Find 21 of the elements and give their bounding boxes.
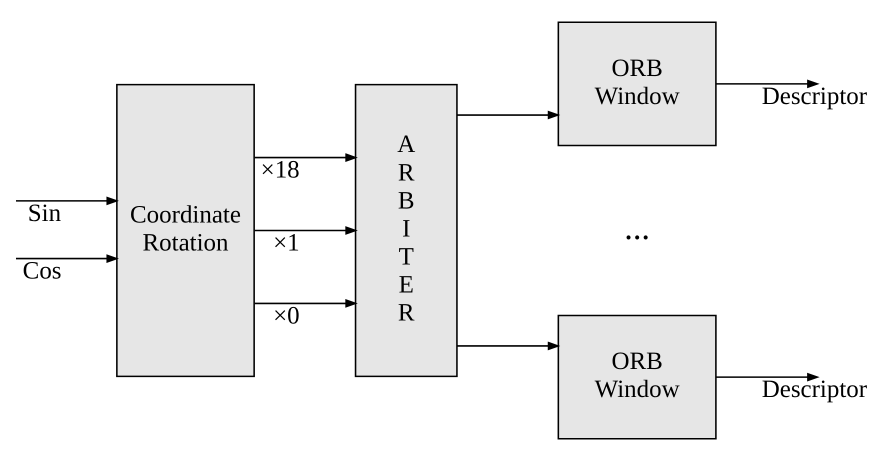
edge-label: Descriptor bbox=[762, 82, 868, 110]
node-box: ARBITER bbox=[354, 84, 458, 378]
edge-label: Sin bbox=[28, 200, 62, 227]
arrow bbox=[254, 299, 358, 308]
arrow bbox=[716, 372, 820, 382]
arrow bbox=[458, 110, 560, 120]
node-box: ORB Window bbox=[558, 314, 717, 440]
arrow bbox=[254, 226, 358, 235]
arrow bbox=[16, 254, 119, 263]
node-box: ORB Window bbox=[558, 21, 717, 146]
arrow bbox=[458, 342, 560, 350]
label: ... bbox=[624, 209, 650, 248]
node-box: Coordinate Rotation bbox=[116, 84, 255, 378]
edge-label: Cos bbox=[22, 258, 62, 285]
arrow bbox=[716, 79, 820, 88]
edge-label: Descriptor bbox=[762, 376, 868, 404]
arrow bbox=[16, 196, 119, 206]
edge-label: ×1 bbox=[273, 229, 300, 256]
edge-label: ×18 bbox=[260, 156, 300, 184]
arrow bbox=[254, 153, 358, 162]
edge-label: ×0 bbox=[273, 302, 300, 330]
